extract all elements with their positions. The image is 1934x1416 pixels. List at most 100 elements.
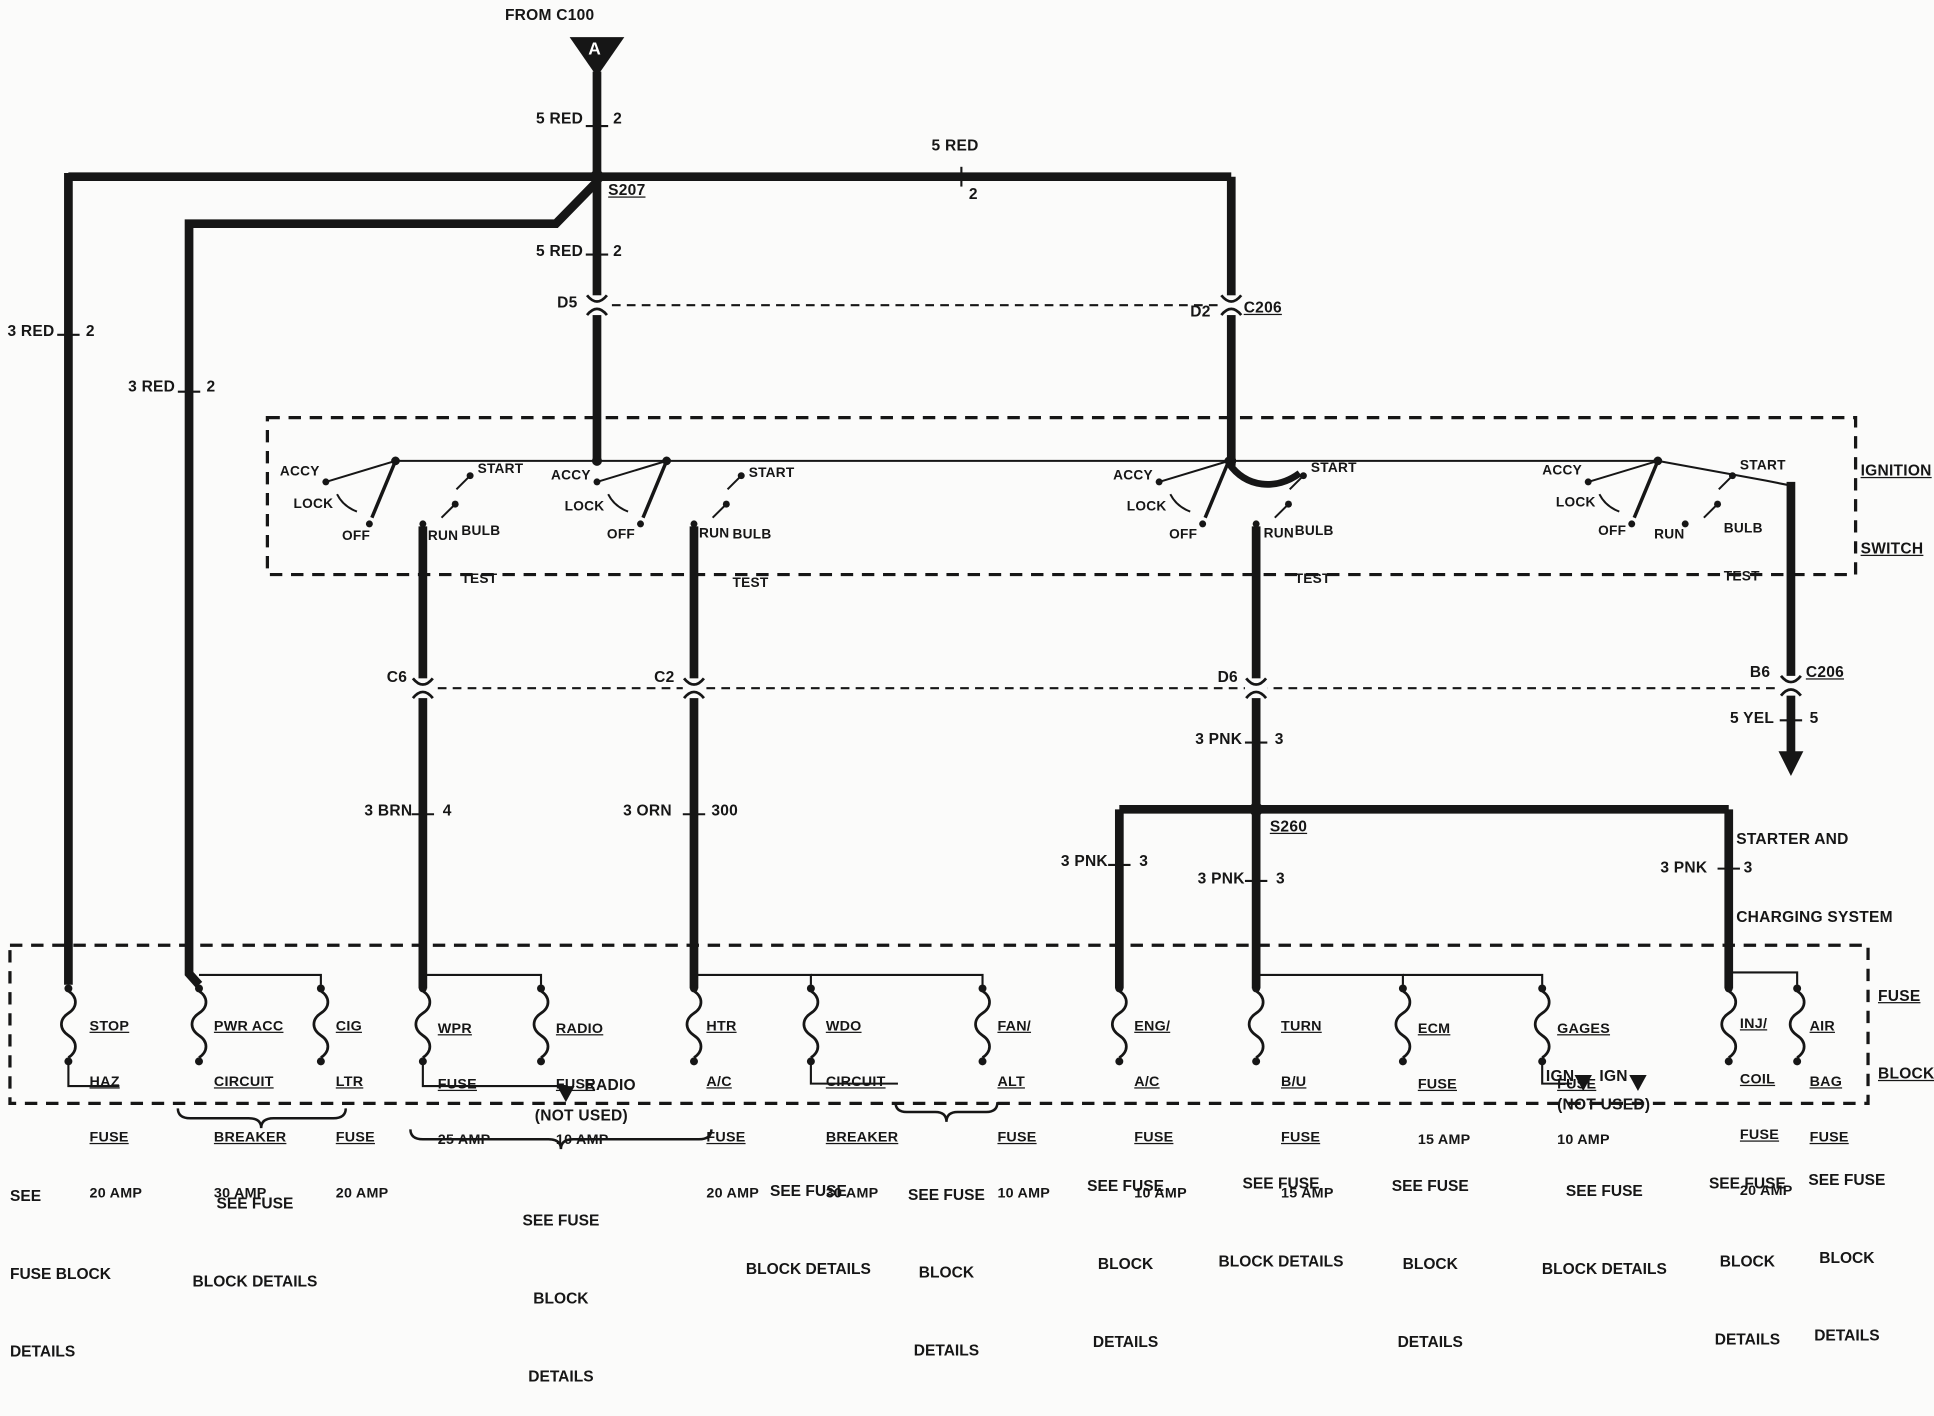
fuse-label-eng-ac: ENG/ A/C FUSE 10 AMP	[1134, 981, 1187, 1222]
fuse-name-line: A/C	[1134, 1074, 1160, 1090]
fuse-gages-icon	[1533, 983, 1551, 1067]
fuse-ecm-icon	[1394, 983, 1412, 1067]
ign3-test-label: TEST	[1294, 572, 1331, 587]
note-see-fuse-details-2: SEE FUSE BLOCK DETAILS	[168, 1139, 342, 1321]
fuse-block-title-line1: FUSE	[1877, 987, 1921, 1005]
ign4-accy-label: ACCY	[1542, 463, 1582, 479]
fuse-name-line: A/C	[706, 1074, 732, 1090]
fuse-amp: 10 AMP	[1134, 1186, 1187, 1202]
wiring-diagram-page: { "diagram": { "source_label": "FROM C10…	[7, 6, 1934, 1386]
ign4-test-label: TEST	[1723, 569, 1760, 585]
fuse-label-htr-ac: HTR A/C FUSE 20 AMP	[706, 981, 759, 1222]
ign4-run-label: RUN	[1654, 527, 1685, 543]
fuse-label-fan-alt: FAN/ ALT FUSE 10 AMP	[997, 981, 1050, 1222]
ign3-bulb-label: BULB	[1294, 523, 1334, 539]
ignition-switch-title: IGNITION SWITCH	[1861, 407, 1932, 589]
ign1-accy-label: ACCY	[279, 464, 320, 480]
fuse-name-line: ALT	[997, 1074, 1025, 1090]
fuse-name-line: FUSE	[1557, 1077, 1597, 1093]
ign1-test-label: TEST	[461, 572, 498, 587]
fuse-name-line: FUSE	[437, 1077, 477, 1093]
fuse-block-box	[8, 943, 1870, 1105]
fuse-name-line: FUSE	[1134, 1130, 1174, 1146]
fuse-label-air-bag: AIR BAG FUSE	[1810, 981, 1849, 1166]
radio-not-used-label: RADIO	[584, 1076, 636, 1094]
connector-a-triangle-icon	[569, 37, 625, 77]
fuse-bottom-stubs	[67, 1063, 1573, 1088]
note-line: DETAILS	[1397, 1333, 1463, 1351]
wire-circuit-eng-ac: 3	[1139, 852, 1149, 870]
ign3-run-label: RUN	[1263, 526, 1294, 542]
switch-cluster-4	[1582, 454, 1738, 530]
note-line: DETAILS	[1814, 1327, 1880, 1345]
fuse-name-line: B/U	[1281, 1074, 1307, 1090]
fuse-name-line: FUSE	[997, 1130, 1037, 1146]
fuse-fan-alt-icon	[974, 983, 991, 1067]
fuse-name-line: COIL	[1739, 1072, 1776, 1088]
fuse-label-cig-ltr: CIG LTR FUSE 20 AMP	[336, 981, 389, 1222]
fuse-amp: 10 AMP	[997, 1186, 1051, 1202]
wire-label-eng-ac: 3 PNK	[1060, 852, 1108, 870]
fuse-amp: 10 AMP	[555, 1133, 609, 1148]
note-line: FUSE BLOCK	[9, 1265, 112, 1283]
wire-circuit-stop-haz: 2	[85, 322, 95, 340]
fuse-htr-ac-icon	[685, 983, 703, 1067]
connector-d2-icon	[1218, 293, 1244, 317]
note-line: SEE FUSE	[1242, 1175, 1320, 1193]
ign3-off-label: OFF	[1169, 527, 1198, 543]
fuse-cig-ltr-icon	[312, 983, 330, 1067]
fuse-name-line: FUSE	[1809, 1130, 1849, 1146]
note-line: DETAILS	[9, 1343, 76, 1361]
wire-label-feed-right: 5 RED	[931, 137, 979, 155]
connector-d6-label: D6	[1217, 668, 1238, 686]
fuse-name-line: WDO	[825, 1019, 862, 1035]
ign-not-used-note: (NOT USED)	[1557, 1095, 1651, 1114]
wiring-diagram-canvas: FROM C100 A 5 RED 2 S207 5 RED 2 3 RED 2…	[7, 6, 1934, 1386]
fuse-name-line: LTR	[335, 1074, 364, 1090]
ign3-lock-label: LOCK	[1126, 499, 1167, 515]
ign-not-used-connector-2-icon	[1629, 1074, 1647, 1092]
wire-circuit-feed-top: 2	[613, 109, 623, 128]
ign2-start-label: START	[748, 465, 795, 481]
note-line: SEE FUSE	[216, 1194, 294, 1213]
ign1-off-label: OFF	[342, 528, 371, 544]
fuse-top-buses	[198, 971, 1799, 985]
wire-circuit-starter: 5	[1809, 709, 1819, 727]
from-c100-label: FROM C100	[504, 6, 595, 24]
note-line: BLOCK	[1819, 1249, 1875, 1267]
fuse-stop-haz-icon	[60, 983, 77, 1067]
note-line: SEE FUSE	[1087, 1177, 1164, 1195]
fuse-name-line: ECM	[1417, 1021, 1451, 1037]
starter-system-label: STARTER AND CHARGING SYSTEM	[1736, 775, 1893, 957]
fuse-radio-icon	[532, 983, 550, 1067]
fuse-label-gages: GAGES FUSE 10 AMP	[1557, 984, 1610, 1169]
note-line: SEE FUSE	[522, 1212, 600, 1230]
fuse-amp: 15 AMP	[1281, 1186, 1334, 1202]
note-line: SEE FUSE	[1708, 1175, 1786, 1193]
note-line: BLOCK DETAILS	[192, 1272, 318, 1290]
wire-label-ticks	[57, 124, 1803, 883]
note-line: DETAILS	[528, 1367, 594, 1386]
note-line: DETAILS	[1092, 1333, 1159, 1351]
ign2-off-label: OFF	[606, 527, 636, 543]
ign2-bulbtest-label: BULB TEST	[733, 495, 772, 607]
fuse-wpr-icon	[414, 983, 432, 1067]
wire-circuit-htr-ac: 300	[711, 801, 739, 820]
ign3-accy-label: ACCY	[1113, 468, 1153, 484]
ign-not-used-label-1: IGN	[1545, 1067, 1575, 1085]
fuse-name-line: FAN/	[997, 1019, 1032, 1035]
ign1-run-label: RUN	[427, 528, 459, 544]
note-see-fuse-details-11: SEE FUSE BLOCK DETAILS	[1756, 1116, 1934, 1375]
note-line: BLOCK	[918, 1264, 975, 1282]
fuse-name-line: HTR	[706, 1019, 737, 1035]
wire-label-feed-mid: 5 RED	[536, 242, 584, 260]
wire-label-stop-haz: 3 RED	[7, 322, 55, 340]
fuse-label-inj-coil: INJ/ COIL FUSE 20 AMP	[1740, 979, 1793, 1220]
fuse-eng-ac-icon	[1110, 983, 1128, 1067]
fuse-name-line: STOP	[89, 1019, 130, 1035]
ign-not-used-connector-1-icon	[1574, 1074, 1592, 1092]
switch-cluster-1	[320, 454, 476, 530]
wire-circuit-ign-out: 3	[1274, 730, 1284, 748]
fuse-name-line: FUSE	[89, 1130, 129, 1146]
wire-label-wiper: 3 BRN	[364, 801, 413, 820]
